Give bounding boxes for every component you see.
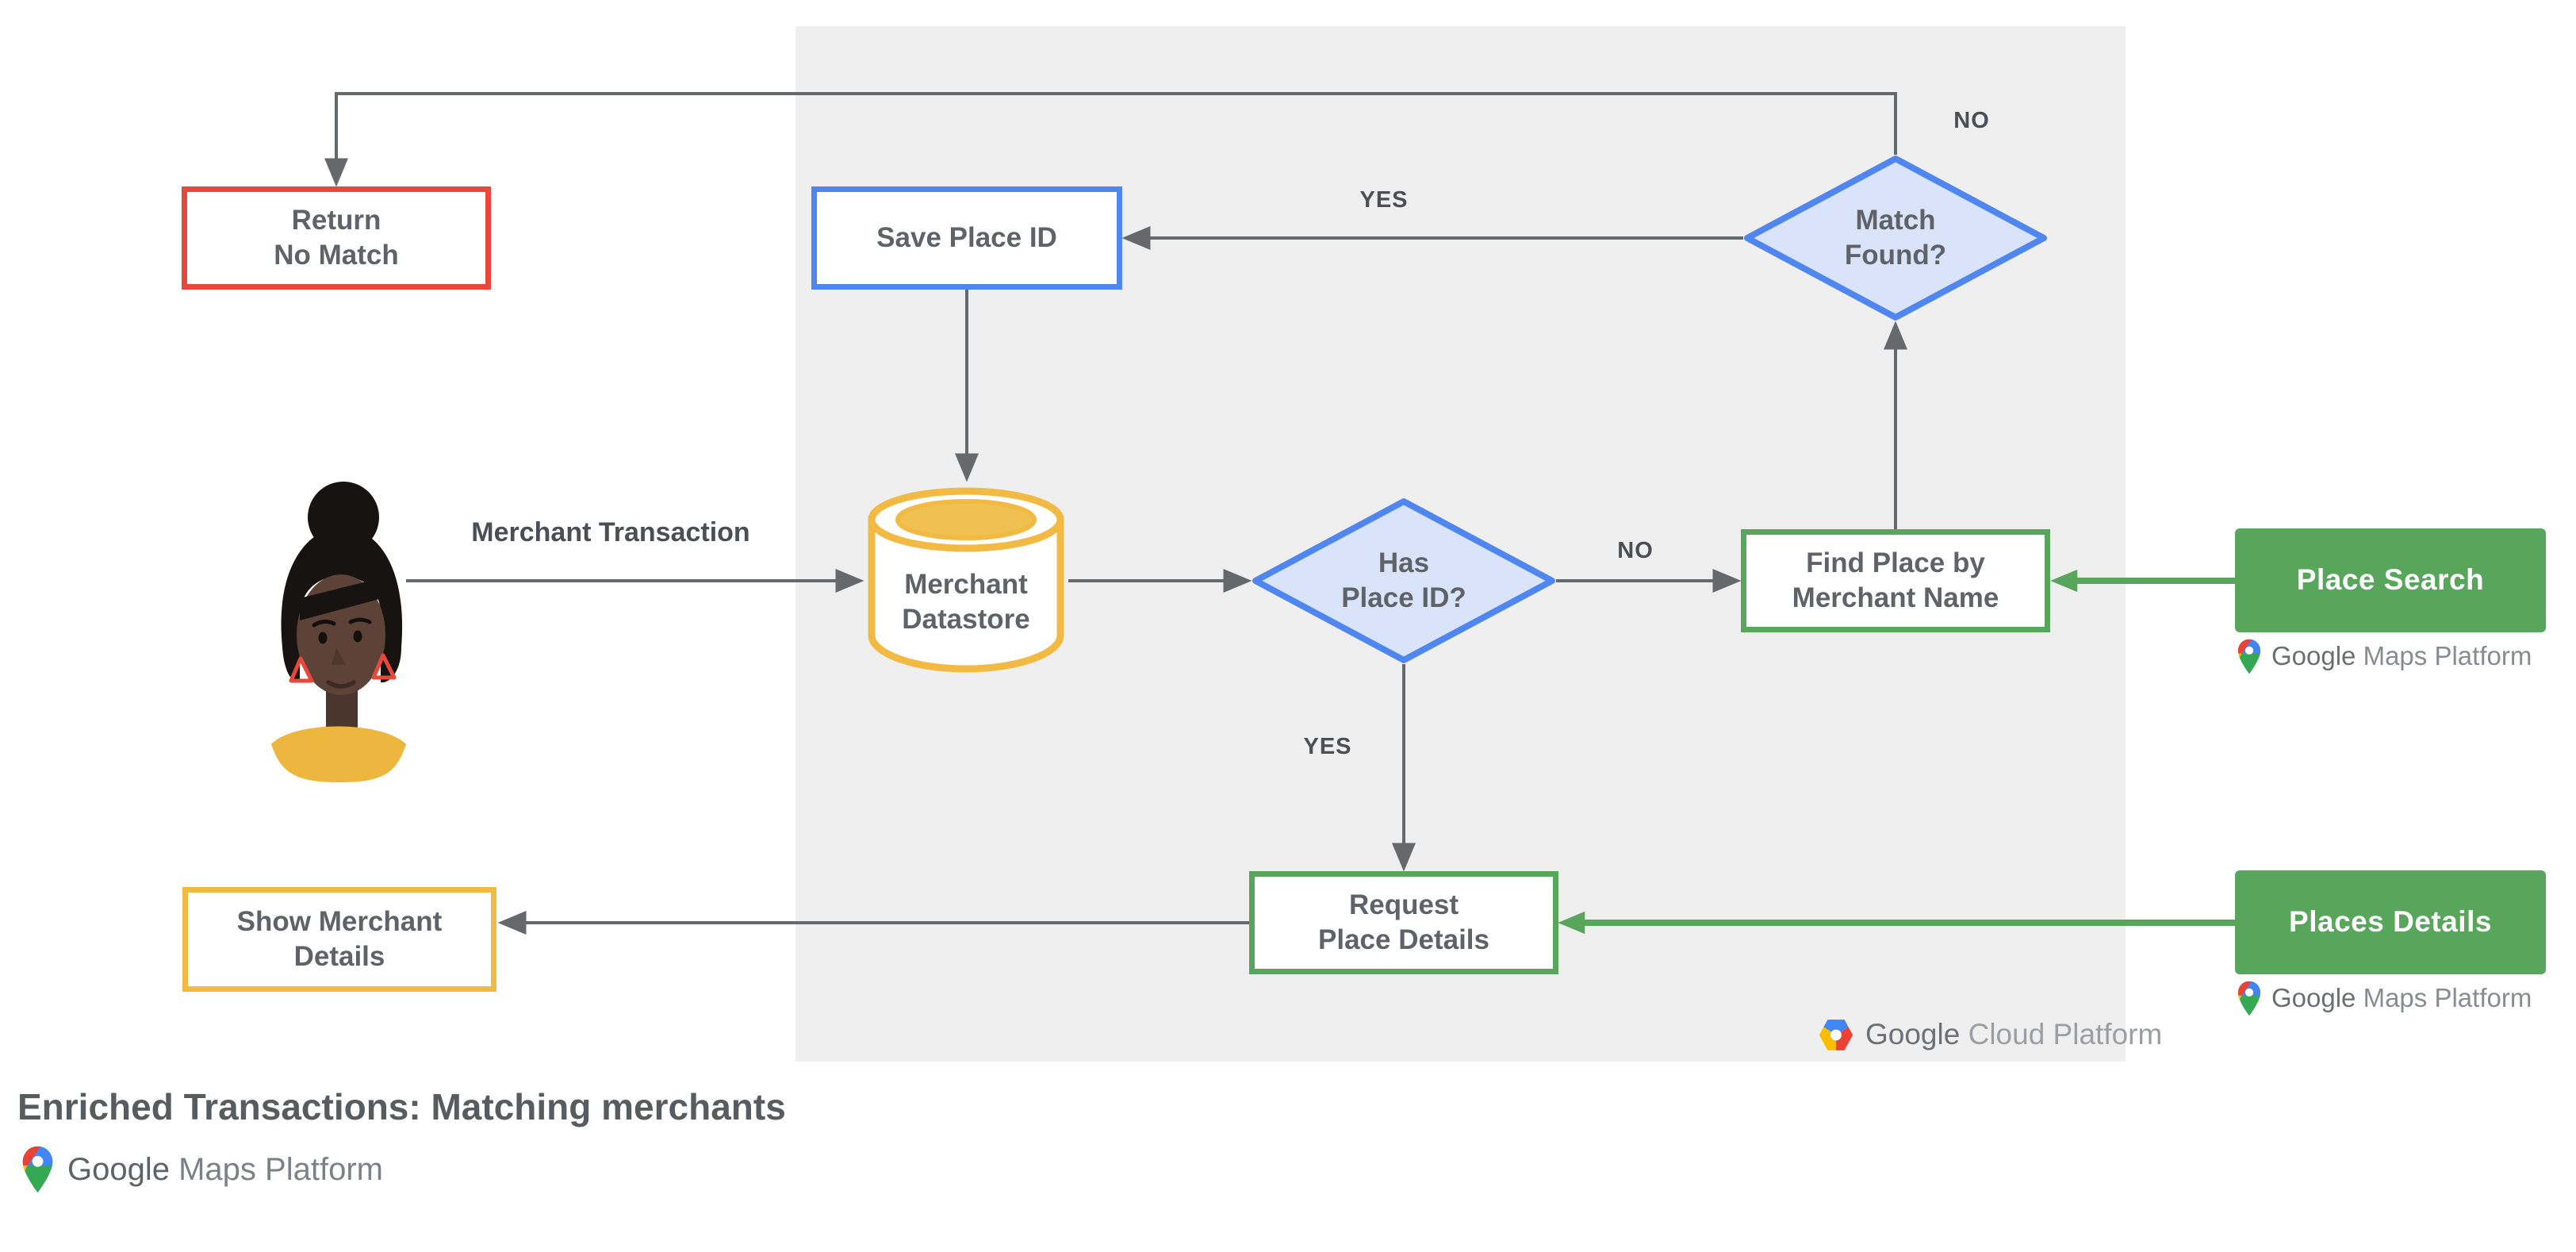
node-has-place-id: Has Place ID?: [1252, 497, 1556, 664]
maps-pin-icon: [2237, 639, 2262, 674]
node-return-no-match-label: Return No Match: [274, 205, 399, 271]
label-has-place-id-no: NO: [1617, 538, 1654, 563]
label-match-found-yes: YES: [1359, 187, 1409, 213]
node-show-merchant-details: Show Merchant Details: [182, 887, 496, 992]
node-save-place-id-label: Save Place ID: [876, 222, 1057, 254]
decision-diamond-icon: [1744, 156, 2047, 321]
avatar-shirt: [271, 726, 406, 782]
label-match-found-no: NO: [1953, 108, 1990, 133]
avatar-earring-left: [289, 656, 314, 683]
node-places-details-label: Places Details: [2289, 905, 2492, 939]
node-match-found: Match Found?: [1743, 155, 2048, 321]
node-merchant-datastore-label: Merchant Datastore: [902, 569, 1030, 635]
node-places-details: Places Details: [2235, 870, 2546, 974]
node-merchant-datastore: Merchant Datastore: [864, 482, 1068, 675]
google-cloud-platform-logo: Google Cloud Platform: [1818, 1016, 2162, 1053]
label-has-place-id-yes: YES: [1303, 734, 1352, 759]
node-show-merchant-details-label: Show Merchant Details: [236, 906, 443, 972]
node-save-place-id: Save Place ID: [811, 186, 1122, 290]
gmp-logo-text: Google Maps Platform: [2271, 641, 2532, 670]
gmp-footer-logo-text: Google Maps Platform: [67, 1151, 383, 1187]
node-request-place-details: Request Place Details: [1249, 871, 1558, 974]
database-cylinder-icon: [868, 487, 1064, 673]
node-has-place-id-label: Has Place ID?: [1341, 547, 1466, 613]
google-maps-platform-logo-footer: Google Maps Platform: [21, 1144, 383, 1195]
gcp-logo-text: Google Cloud Platform: [1865, 1018, 2163, 1050]
node-place-search: Place Search: [2235, 528, 2546, 632]
node-place-search-label: Place Search: [2296, 563, 2485, 597]
node-find-place-label: Find Place by Merchant Name: [1792, 547, 1999, 613]
maps-pin-icon: [2237, 981, 2262, 1016]
google-maps-platform-logo: Google Maps Platform: [2237, 979, 2532, 1017]
merchant-customer-avatar: [271, 482, 406, 782]
node-find-place-by-merchant-name: Find Place by Merchant Name: [1741, 529, 2050, 632]
gmp-logo-text: Google Maps Platform: [2271, 983, 2532, 1012]
decision-diamond-icon: [1252, 498, 1555, 663]
node-request-place-details-label: Request Place Details: [1318, 889, 1489, 955]
gcp-hexagon-icon: [1818, 1019, 1854, 1051]
node-return-no-match: Return No Match: [182, 186, 491, 290]
avatar-earring-right: [371, 653, 397, 680]
node-match-found-label: Match Found?: [1844, 205, 1947, 271]
google-maps-platform-logo: Google Maps Platform: [2237, 637, 2532, 675]
label-merchant-transaction: Merchant Transaction: [471, 517, 750, 547]
maps-pin-icon: [21, 1146, 55, 1193]
page-title: Enriched Transactions: Matching merchant…: [17, 1086, 786, 1127]
